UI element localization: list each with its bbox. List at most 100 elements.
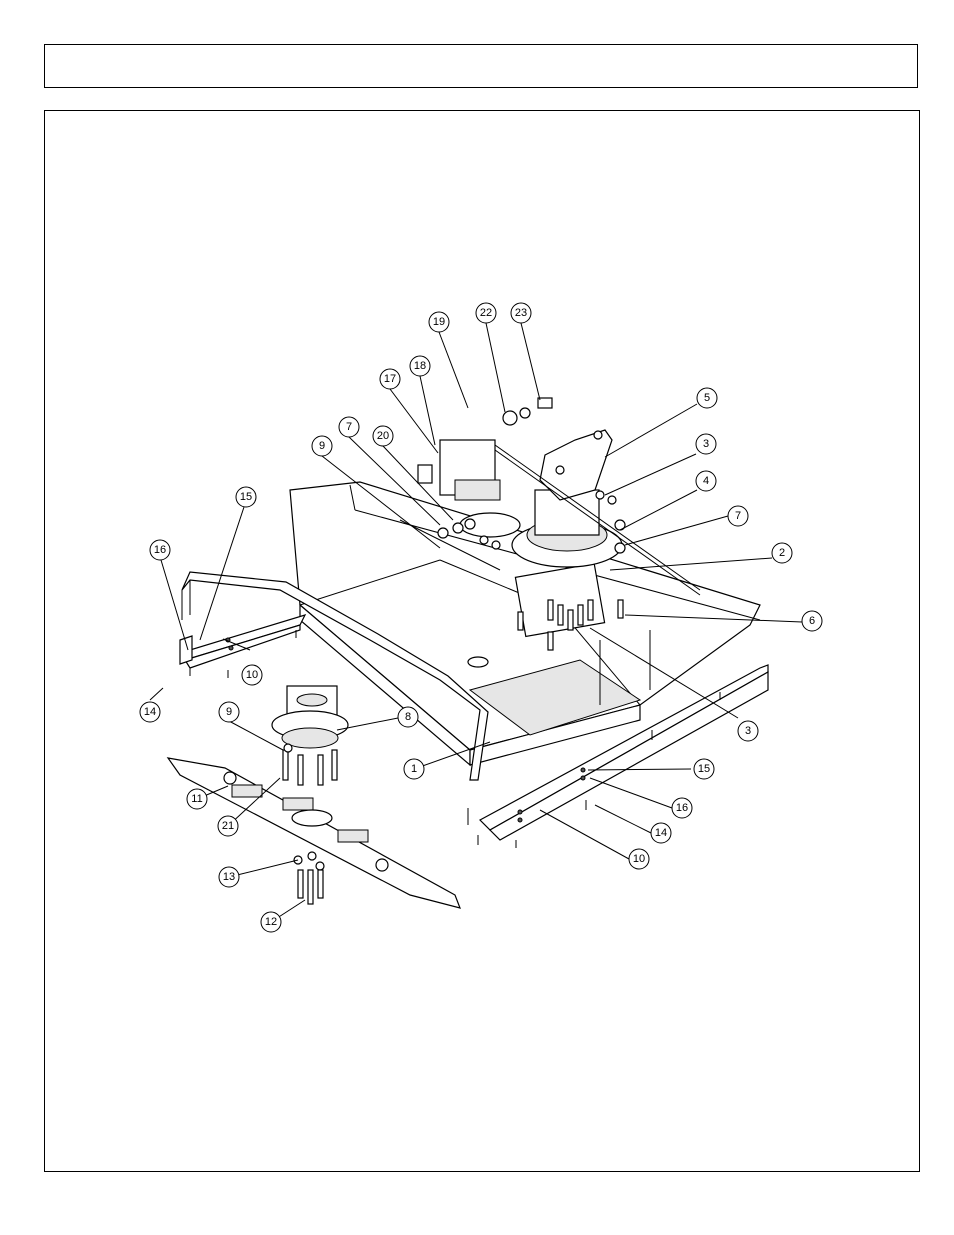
- leader-lines: [149, 322, 803, 923]
- callout-label: 16: [154, 544, 166, 556]
- callout-7: 7: [727, 505, 749, 527]
- callout-7: 7: [338, 416, 360, 438]
- callout-label: 22: [480, 307, 492, 319]
- callout-circle: [737, 720, 759, 742]
- callout-3: 3: [695, 433, 717, 455]
- callout-label: 2: [779, 547, 785, 559]
- callout-label: 9: [226, 706, 232, 718]
- callout-1: 1: [403, 758, 425, 780]
- callout-label: 14: [655, 827, 667, 839]
- callout-label: 8: [405, 711, 411, 723]
- callout-label: 17: [384, 373, 396, 385]
- callout-label: 10: [633, 853, 645, 865]
- callout-label: 1: [411, 763, 417, 775]
- right-skid-rail: [467, 664, 769, 848]
- callout-circle: [409, 355, 431, 377]
- blade-hub: [271, 685, 349, 786]
- callout-13: 13: [218, 866, 240, 888]
- callout-10: 10: [241, 664, 263, 686]
- callout-label: 3: [745, 725, 751, 737]
- callout-circle: [696, 387, 718, 409]
- callout-circle: [397, 706, 419, 728]
- callout-label: 4: [703, 475, 709, 487]
- callout-label: 9: [319, 440, 325, 452]
- callout-circle: [650, 822, 672, 844]
- lower-bolts: [293, 851, 325, 905]
- callout-label: 7: [346, 421, 352, 433]
- header-box: [44, 44, 918, 88]
- callout-circle: [379, 368, 401, 390]
- callout-label: 21: [222, 820, 234, 832]
- callout-circle: [260, 911, 282, 933]
- callout-5: 5: [696, 387, 718, 409]
- callout-label: 6: [809, 615, 815, 627]
- callout-circle: [139, 701, 161, 723]
- callout-circle: [475, 302, 497, 324]
- callout-label: 13: [223, 871, 235, 883]
- callout-circle: [628, 848, 650, 870]
- callout-16: 16: [149, 539, 171, 561]
- callout-label: 16: [676, 802, 688, 814]
- callout-label: 12: [265, 916, 277, 928]
- rotary-bearing: [511, 429, 623, 568]
- callout-circle: [801, 610, 823, 632]
- callout-label: 18: [414, 360, 426, 372]
- callout-circle: [403, 758, 425, 780]
- callout-10: 10: [628, 848, 650, 870]
- diagram-frame: [44, 110, 920, 1172]
- callout-21: 21: [217, 815, 239, 837]
- callout-11: 11: [186, 788, 208, 810]
- callout-9: 9: [218, 701, 240, 723]
- callout-3: 3: [737, 720, 759, 742]
- callout-9: 9: [311, 435, 333, 457]
- callout-8: 8: [397, 706, 419, 728]
- callout-12: 12: [260, 911, 282, 933]
- callout-label: 5: [704, 392, 710, 404]
- callout-circle: [338, 416, 360, 438]
- callout-label: 7: [735, 510, 741, 522]
- callout-17: 17: [379, 368, 401, 390]
- callout-circle: [235, 486, 257, 508]
- callout-6: 6: [801, 610, 823, 632]
- callout-18: 18: [409, 355, 431, 377]
- callout-14: 14: [139, 701, 161, 723]
- callout-4: 4: [695, 470, 717, 492]
- callout-23: 23: [510, 302, 532, 324]
- callout-label: 14: [144, 706, 156, 718]
- callout-19: 19: [428, 311, 450, 333]
- push-bar: [181, 571, 489, 781]
- callout-circle: [510, 302, 532, 324]
- callout-15: 15: [235, 486, 257, 508]
- callout-circle: [186, 788, 208, 810]
- callout-circle: [218, 701, 240, 723]
- callout-circle: [218, 866, 240, 888]
- callout-circle: [695, 470, 717, 492]
- callout-label: 11: [191, 793, 202, 805]
- callout-2: 2: [771, 542, 793, 564]
- callout-circle: [771, 542, 793, 564]
- callout-label: 20: [377, 430, 389, 442]
- callout-circle: [217, 815, 239, 837]
- callout-label: 23: [515, 307, 527, 319]
- callout-15: 15: [693, 758, 715, 780]
- callout-label: 15: [698, 763, 710, 775]
- callout-circle: [428, 311, 450, 333]
- callout-label: 10: [246, 669, 258, 681]
- callout-circle: [311, 435, 333, 457]
- callout-16: 16: [671, 797, 693, 819]
- gearbox: [417, 397, 701, 596]
- callout-circle: [241, 664, 263, 686]
- deck-bolts: [437, 490, 626, 651]
- callout-circle: [693, 758, 715, 780]
- callout-circle: [671, 797, 693, 819]
- callout-layer: 19 22 23 18 17 5 7 20 9 3 4 7 15 16 2 6 10 14 9 8 3 1 15 11 21 16…: [139, 302, 823, 933]
- callout-circle: [727, 505, 749, 527]
- blade-bar: [166, 757, 461, 909]
- callout-label: 3: [703, 438, 709, 450]
- callout-label: 15: [240, 491, 252, 503]
- callout-label: 19: [433, 316, 445, 328]
- callout-circle: [695, 433, 717, 455]
- callout-circle: [372, 425, 394, 447]
- callout-circle: [149, 539, 171, 561]
